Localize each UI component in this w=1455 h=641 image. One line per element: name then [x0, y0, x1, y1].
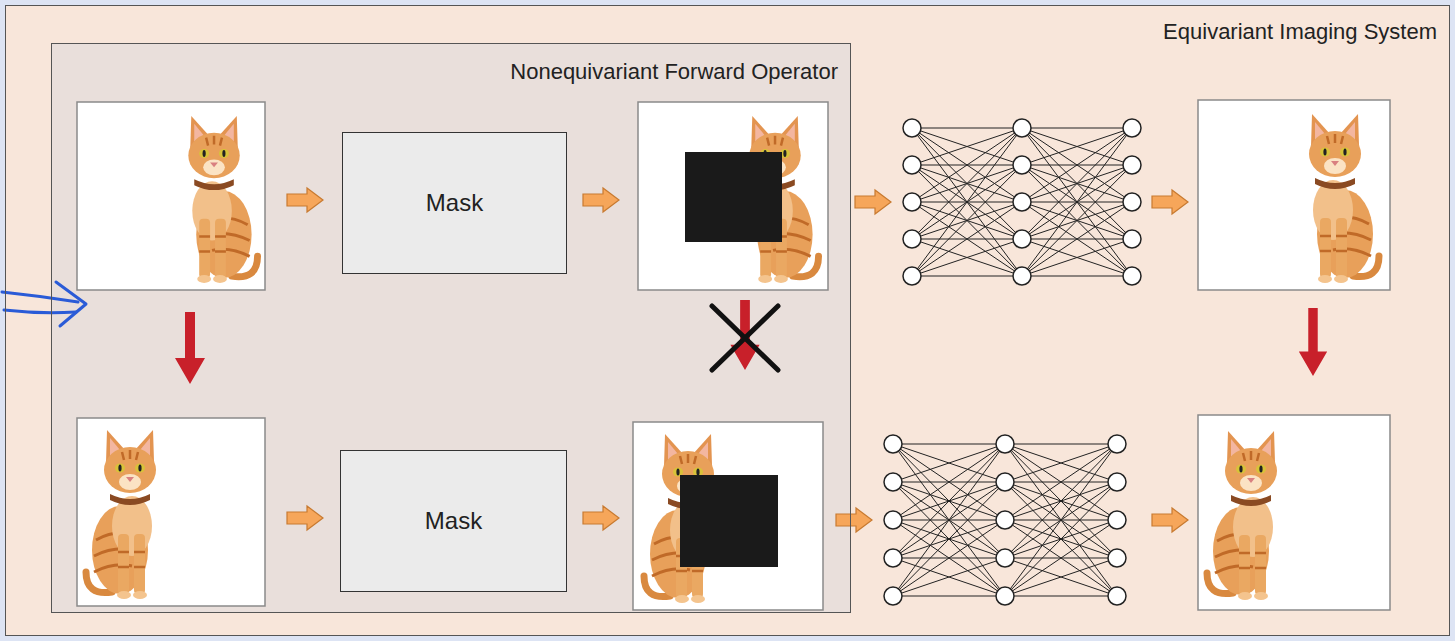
neural-networks [884, 119, 1141, 605]
panel-ground [5, 5, 1450, 636]
cat-images [86, 114, 1379, 603]
process-box: Mask [340, 450, 567, 592]
mask-squares [680, 152, 782, 567]
process-box: Mask [342, 132, 567, 274]
box-label: Mask [425, 507, 482, 535]
handwritten-arrow [2, 282, 86, 326]
panel-ground [51, 43, 851, 613]
system-panel: Equivariant Imaging SystemNonequivariant… [5, 5, 1450, 636]
operator-panel: Nonequivariant Forward OperatorMaskMask [51, 43, 851, 613]
box-label: Mask [426, 189, 483, 217]
panel-title: Equivariant Imaging System [1163, 19, 1437, 45]
transform-arrows [175, 300, 1327, 384]
panel-title: Nonequivariant Forward Operator [510, 59, 838, 85]
image-frames [77, 100, 1390, 610]
